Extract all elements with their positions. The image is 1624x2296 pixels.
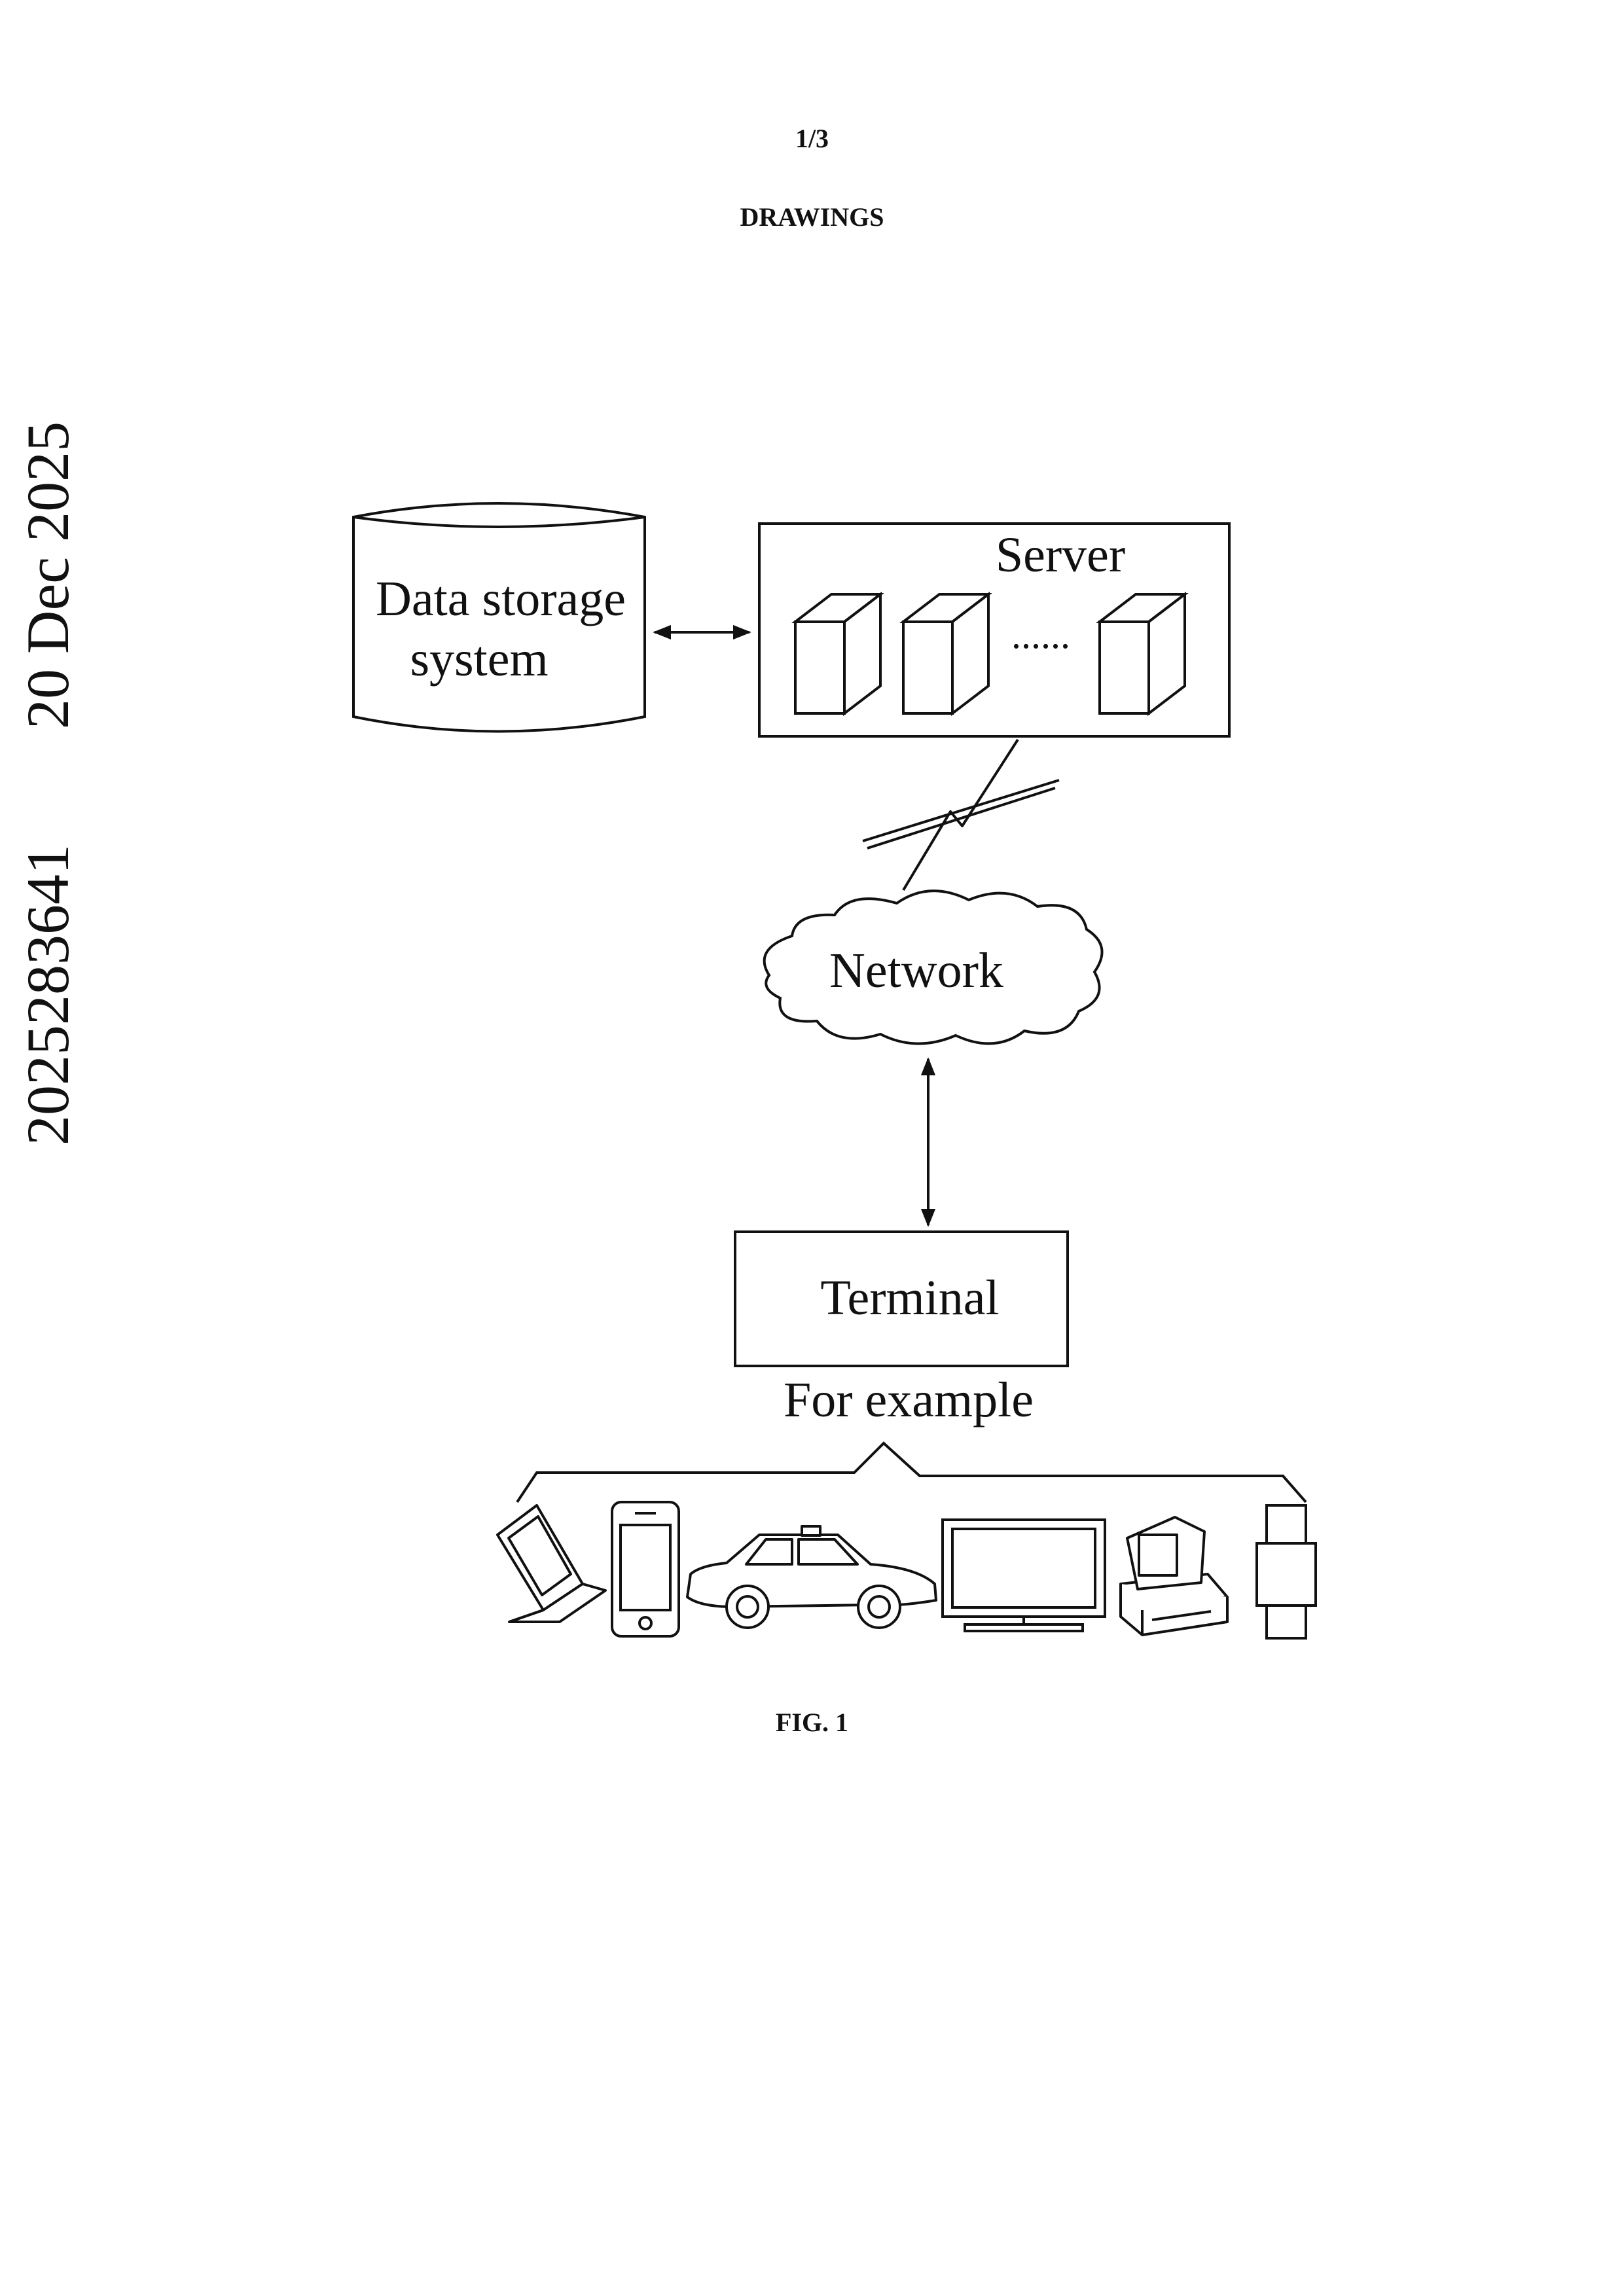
server-unit-icon [903,594,988,713]
terminal-label: Terminal [820,1270,999,1325]
network-label: Network [829,943,1003,998]
smartwatch-icon [1257,1505,1316,1638]
smartphone-icon [612,1502,679,1636]
server-unit-icon [795,594,880,713]
storage-label-line2: system [410,632,548,687]
figure-caption: FIG. 1 [0,1707,1624,1738]
desktop-computer-icon [1121,1517,1227,1635]
examples-label: For example [784,1372,1034,1427]
laptop-icon [497,1505,605,1622]
car-icon [687,1526,936,1628]
server-ellipsis: ...... [1011,613,1070,656]
server-unit-icon [1100,594,1185,713]
storage-label-line1: Data storage [376,571,626,626]
monitor-icon [943,1520,1105,1631]
examples-brace [517,1443,1306,1502]
wireless-link-icon [863,740,1059,890]
server-label: Server [996,528,1125,583]
